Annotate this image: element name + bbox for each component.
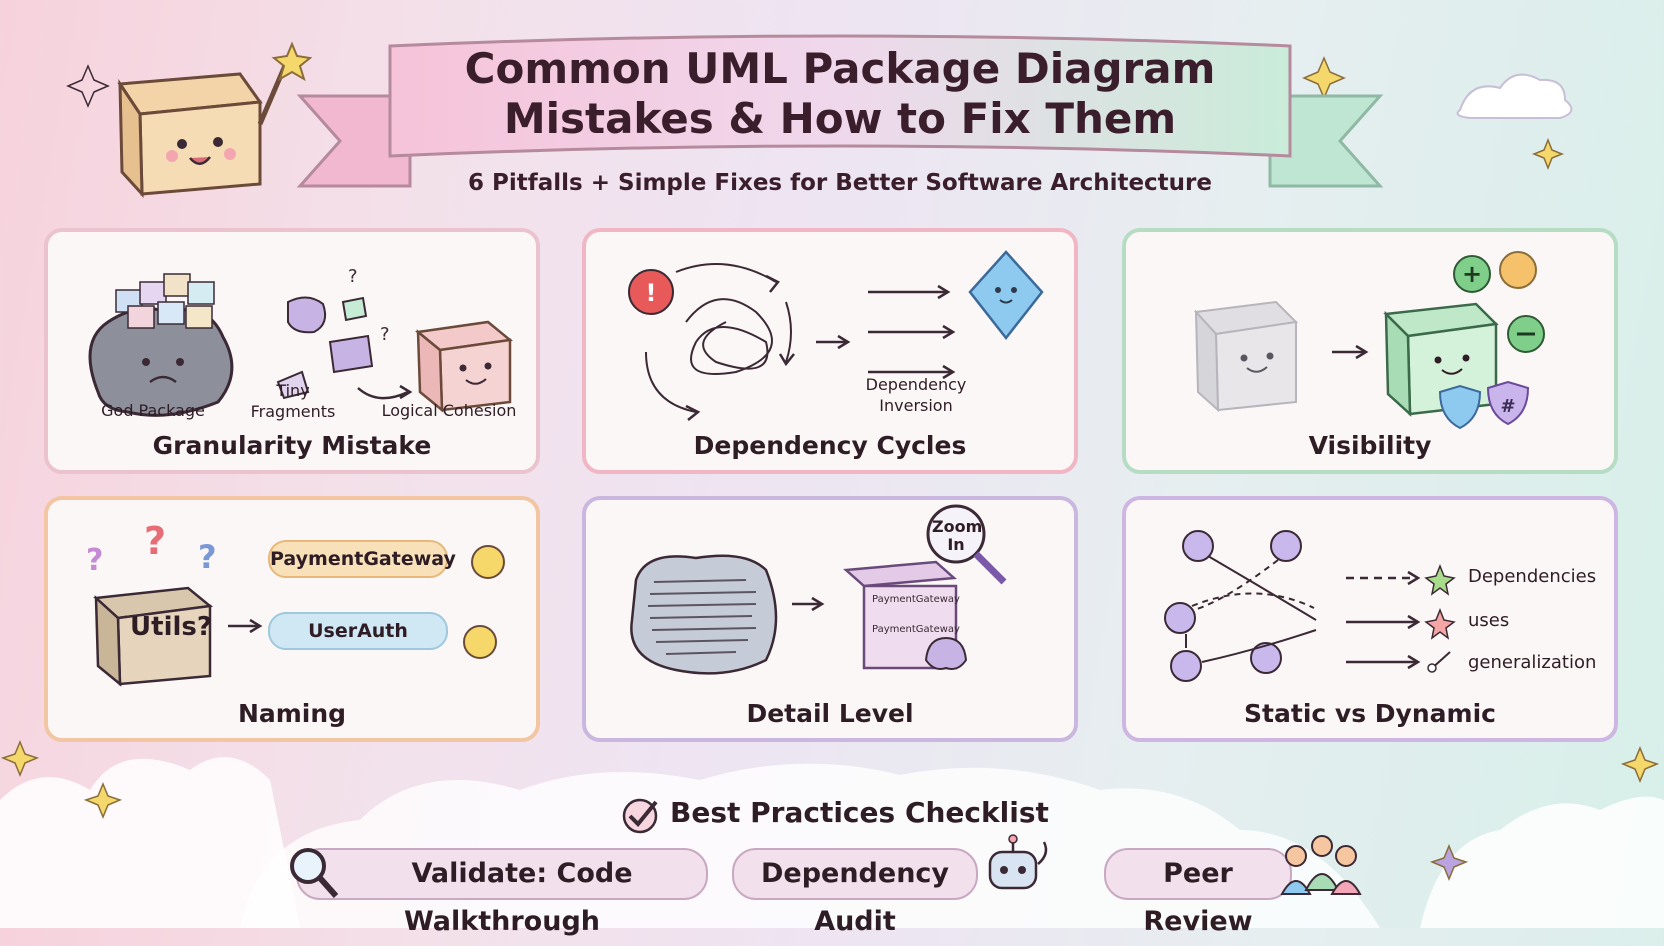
visibility-illustration: + # xyxy=(1193,251,1545,430)
panel-label-granularity: Granularity Mistake xyxy=(152,431,432,460)
panel-label-static-vs-dynamic: Static vs Dynamic xyxy=(1244,699,1496,728)
checklist-item-label: Validate: Code Walkthrough xyxy=(403,858,633,937)
legend-uses: uses xyxy=(1468,610,1510,631)
panel-label-visibility: Visibility xyxy=(1308,431,1432,460)
svg-text:+: + xyxy=(1462,260,1482,288)
svg-text:?: ? xyxy=(86,543,103,578)
checklist-item-peer-review: Peer Review xyxy=(1104,848,1292,937)
page-subtitle: 6 Pitfalls + Simple Fixes for Better Sof… xyxy=(468,170,1212,196)
detail-level-illustration xyxy=(630,504,1007,675)
svg-text:?: ? xyxy=(348,266,358,287)
panel-visibility: + # Visibility xyxy=(1122,228,1618,474)
detail-doc-line-1: PaymentGateway xyxy=(872,594,960,605)
title-ribbon xyxy=(296,34,1384,188)
naming-illustration: ? ? ? xyxy=(86,519,505,687)
detail-doc-line-2: PaymentGateway xyxy=(872,624,960,635)
title-line-2: Mistakes & How to Fix Them xyxy=(503,94,1177,143)
page-title: Common UML Package Diagram Mistakes & Ho… xyxy=(400,44,1280,144)
caption-dependency-inversion: Dependency Inversion xyxy=(865,375,967,415)
robot-icon xyxy=(988,834,1048,890)
panel-detail-level: Zoom In PaymentGateway PaymentGateway De… xyxy=(582,496,1078,742)
pill-user-auth: UserAuth xyxy=(268,612,448,650)
checklist-item-dependency-audit: Dependency Audit xyxy=(732,848,978,937)
svg-text:?: ? xyxy=(198,538,217,576)
legend-dependencies: Dependencies xyxy=(1468,566,1597,587)
static-dynamic-illustration xyxy=(1164,530,1456,682)
svg-text:#: # xyxy=(1500,396,1515,417)
title-line-1: Common UML Package Diagram xyxy=(464,44,1216,93)
caption-tiny-fragments: Tiny Fragments xyxy=(250,381,336,421)
panel-label-dependency-cycles: Dependency Cycles xyxy=(693,431,967,460)
people-group-icon xyxy=(1280,835,1362,895)
panel-granularity: ? ? God Package Tiny Fragments Logical C… xyxy=(44,228,540,474)
panel-label-naming: Naming xyxy=(237,699,347,728)
caption-god-package: God Package xyxy=(101,401,205,420)
panel-naming: ? ? ? Utils? PaymentGateway UserAuth Nam… xyxy=(44,496,540,742)
panel-static-vs-dynamic: Dependencies uses generalization Static … xyxy=(1122,496,1618,742)
checkmark-icon xyxy=(622,798,658,834)
checklist-item-code-walkthrough: Validate: Code Walkthrough xyxy=(296,848,708,937)
panel-label-detail-level: Detail Level xyxy=(746,699,914,728)
legend-generalization: generalization xyxy=(1468,652,1597,673)
zoom-in-label: Zoom In xyxy=(932,517,983,554)
checklist-title: Best Practices Checklist xyxy=(670,796,1049,829)
dependency-cycles-illustration: ! xyxy=(628,250,1044,421)
panel-dependency-cycles: ! Dependency Inversion Dependency Cycles xyxy=(582,228,1078,474)
pill-payment-gateway: PaymentGateway xyxy=(268,540,456,578)
utils-box-label: Utils? xyxy=(130,612,212,642)
svg-text:!: ! xyxy=(646,279,657,307)
caption-logical-cohesion: Logical Cohesion xyxy=(381,401,517,420)
svg-text:?: ? xyxy=(144,519,166,563)
magnifier-icon xyxy=(290,848,339,898)
granularity-illustration: ? ? xyxy=(88,266,513,417)
mascot-box-icon xyxy=(117,41,313,198)
svg-text:?: ? xyxy=(380,324,390,345)
